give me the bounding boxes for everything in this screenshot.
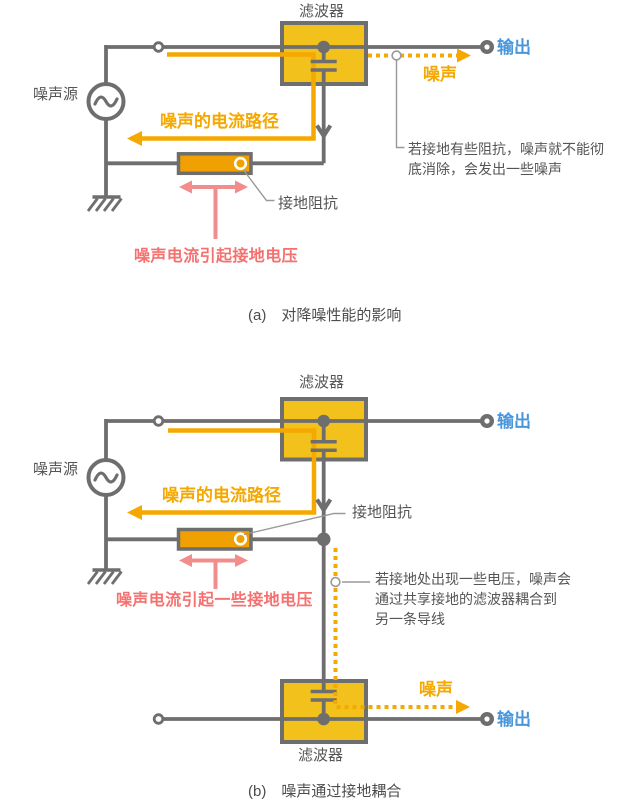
diagram-b-circuit [86,397,495,744]
ground-voltage-indicator [179,180,248,239]
residual-noise-path [368,48,471,63]
arrow-right-icon [457,48,471,63]
output-terminal [480,414,495,429]
filter-bottom-label: 滤波器 [298,747,344,764]
diagram-a-circuit [86,21,495,239]
coupling-note: 若接地处出现一些电压，噪声会 通过共享接地的滤波器耦合到 另一条导线 [375,569,571,629]
noise-current-path [127,52,316,146]
capacitor-top-icon [310,439,337,452]
ground-impedance-resistor [176,152,253,176]
impedance-leader-line [243,512,346,536]
noise-source-icon [86,458,126,497]
ground-voltage-indicator [179,554,248,589]
terminal-circle [152,415,165,427]
ground-icon [86,195,123,212]
output-terminal [480,712,495,727]
impedance-leader-line [242,169,275,202]
ground-impedance-resistor [176,527,253,551]
ground-junction-dot [316,532,331,547]
coupled-noise-path [333,548,470,714]
note-line1: 若接地处出现一些电压，噪声会 [375,571,571,587]
noise-source-label: 噪声源 [33,461,79,478]
arrow-right-icon [456,700,470,714]
current-path-label: 噪声的电流路径 [162,486,281,505]
current-path-label: 噪声的电流路径 [160,112,279,131]
arrow-left-icon [179,554,192,567]
note-line2: 通过共享接地的滤波器耦合到 [375,591,557,607]
terminal-circle [152,41,165,53]
arrow-left-icon [127,131,142,146]
arrow-left-icon [127,505,142,520]
note-leader-line [395,60,405,149]
note-line2: 底消除，会发出一些噪声 [408,161,562,177]
junction-dot [317,414,331,428]
ground-voltage-label: 噪声电流引起接地电压 [134,248,299,265]
impedance-note: 若接地有些阻抗，噪声就不能彻 底消除，会发出一些噪声 [408,139,604,179]
note-line3: 另一条导线 [375,611,445,627]
ground-icon [86,568,123,585]
probe-circle [391,50,402,61]
impedance-marker-icon [233,532,248,546]
filter-label: 滤波器 [299,3,345,20]
terminal-circle [152,713,165,725]
ground-voltage-label: 噪声电流引起一些接地电压 [116,592,313,609]
caption-b: (b) 噪声通过接地耦合 [248,783,402,800]
output-top-label: 输出 [497,412,531,431]
junction-dot [317,40,331,54]
noise-source-icon [86,82,126,121]
capacitor-bottom-icon [310,689,337,702]
note-line1: 若接地有些阻抗，噪声就不能彻 [408,141,604,157]
noise-label: 噪声 [423,65,457,84]
arrow-down-icon [315,498,333,512]
arrow-down-icon [315,124,333,138]
impedance-marker-icon [233,156,248,171]
output-terminal [480,40,495,55]
output-label: 输出 [497,38,531,57]
noise-source-label: 噪声源 [33,86,79,103]
probe-circle [330,576,341,588]
noise-current-path [127,428,317,520]
caption-a: (a) 对降噪性能的影响 [248,307,402,324]
arrow-right-icon [235,180,248,194]
noise-label: 噪声 [419,680,453,699]
output-bottom-label: 输出 [497,710,531,729]
impedance-label: 接地阻抗 [352,504,413,521]
filter-top-label: 滤波器 [299,374,345,391]
arrow-right-icon [235,554,248,567]
junction-dot [317,712,331,726]
capacitor-icon [310,59,337,72]
impedance-label: 接地阻抗 [278,195,339,212]
arrow-left-icon [179,180,192,194]
